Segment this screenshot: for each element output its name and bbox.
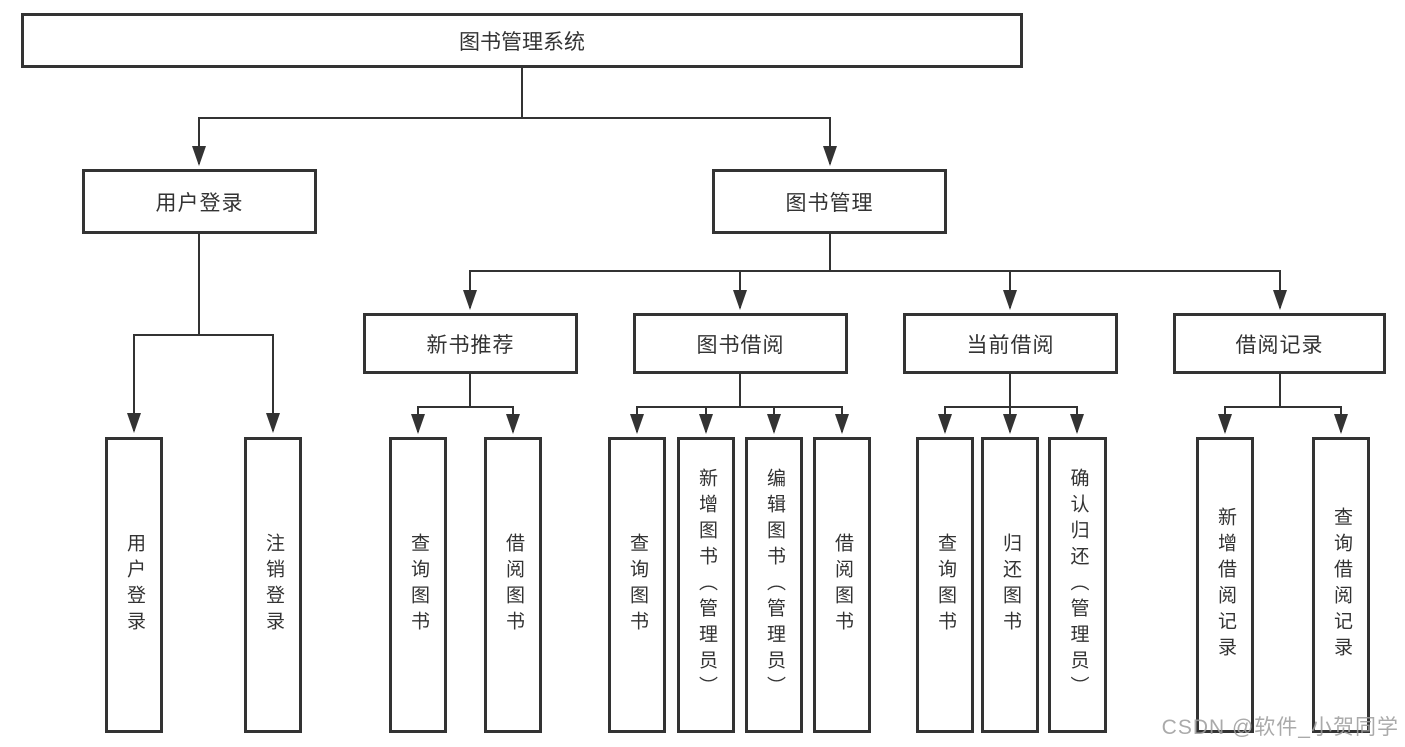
- node-new-book-recommend: 新书推荐: [363, 313, 578, 374]
- node-borrow-record: 借阅记录: [1173, 313, 1386, 374]
- leaf-query-books-1: 查询图书: [389, 437, 447, 733]
- leaf-query-borrow-record: 查询借阅记录: [1312, 437, 1370, 733]
- leaf-borrow-books-2: 借阅图书: [813, 437, 871, 733]
- connector-group: [127, 68, 1348, 434]
- node-book-management: 图书管理: [712, 169, 947, 234]
- node-current-borrow: 当前借阅: [903, 313, 1118, 374]
- leaf-logout: 注销登录: [244, 437, 302, 733]
- node-user-login: 用户登录: [82, 169, 317, 234]
- leaf-query-books-2: 查询图书: [608, 437, 666, 733]
- node-root-system: 图书管理系统: [21, 13, 1023, 68]
- leaf-add-books-admin: 新增图书（管理员）: [677, 437, 735, 733]
- leaf-confirm-return-admin: 确认归还（管理员）: [1048, 437, 1107, 733]
- leaf-user-login: 用户登录: [105, 437, 163, 733]
- leaf-add-borrow-record: 新增借阅记录: [1196, 437, 1254, 733]
- leaf-edit-books-admin: 编辑图书（管理员）: [745, 437, 803, 733]
- leaf-query-books-3: 查询图书: [916, 437, 974, 733]
- node-book-borrow: 图书借阅: [633, 313, 848, 374]
- leaf-borrow-books-1: 借阅图书: [484, 437, 542, 733]
- csdn-watermark: CSDN @软件_小贺同学: [1161, 716, 1399, 739]
- leaf-return-books: 归还图书: [981, 437, 1039, 733]
